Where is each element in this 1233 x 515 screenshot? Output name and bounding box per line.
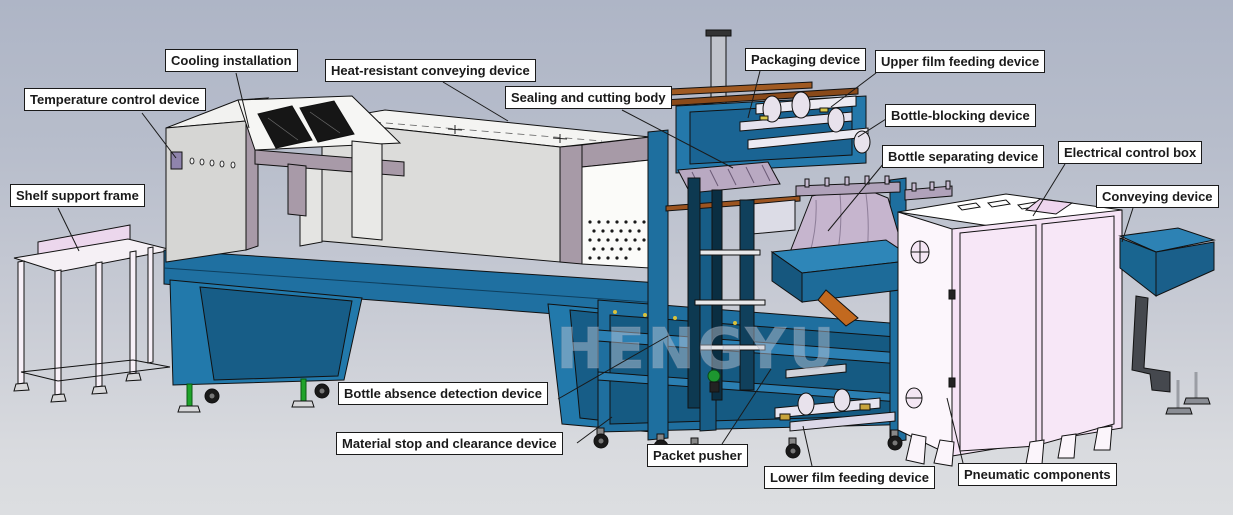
label-upper-film-feeding-device: Upper film feeding device: [875, 50, 1046, 73]
temperature-cabinet-part: [165, 95, 405, 263]
label-pneumatic-components: Pneumatic components: [958, 463, 1117, 486]
shelf-support-frame-part: [13, 224, 173, 403]
casters-part: [593, 427, 903, 459]
label-lower-film-feeding-device: Lower film feeding device: [764, 466, 935, 489]
watermark-text: HENGYU: [557, 317, 838, 382]
leader-lines: [57, 70, 1134, 467]
label-shelf-support-frame: Shelf support frame: [10, 184, 145, 207]
label-heat-resistant-conveying-device: Heat-resistant conveying device: [325, 59, 536, 82]
packet-pusher-box-part: [770, 239, 918, 303]
label-conveying-device: Conveying device: [1096, 185, 1219, 208]
label-bottle-absence-detection-device: Bottle absence detection device: [338, 382, 548, 405]
lower-film-rollers-part: [774, 363, 896, 432]
label-bottle-blocking-device: Bottle-blocking device: [885, 104, 1036, 127]
label-sealing-and-cutting-body: Sealing and cutting body: [505, 86, 672, 109]
label-temperature-control-device: Temperature control device: [24, 88, 206, 111]
label-packaging-device: Packaging device: [745, 48, 867, 71]
label-material-stop-and-clearance-device: Material stop and clearance device: [336, 432, 563, 455]
control-cabinet-part: [897, 193, 1123, 467]
label-bottle-separating-device: Bottle separating device: [882, 145, 1045, 168]
label-electrical-control-box: Electrical control box: [1058, 141, 1203, 164]
output-conveyor-part: [1118, 227, 1216, 415]
cooling-fans-part: [237, 95, 402, 151]
film-rollers-part: [739, 91, 871, 154]
label-packet-pusher: Packet pusher: [647, 444, 748, 467]
label-cooling-installation: Cooling installation: [165, 49, 298, 72]
